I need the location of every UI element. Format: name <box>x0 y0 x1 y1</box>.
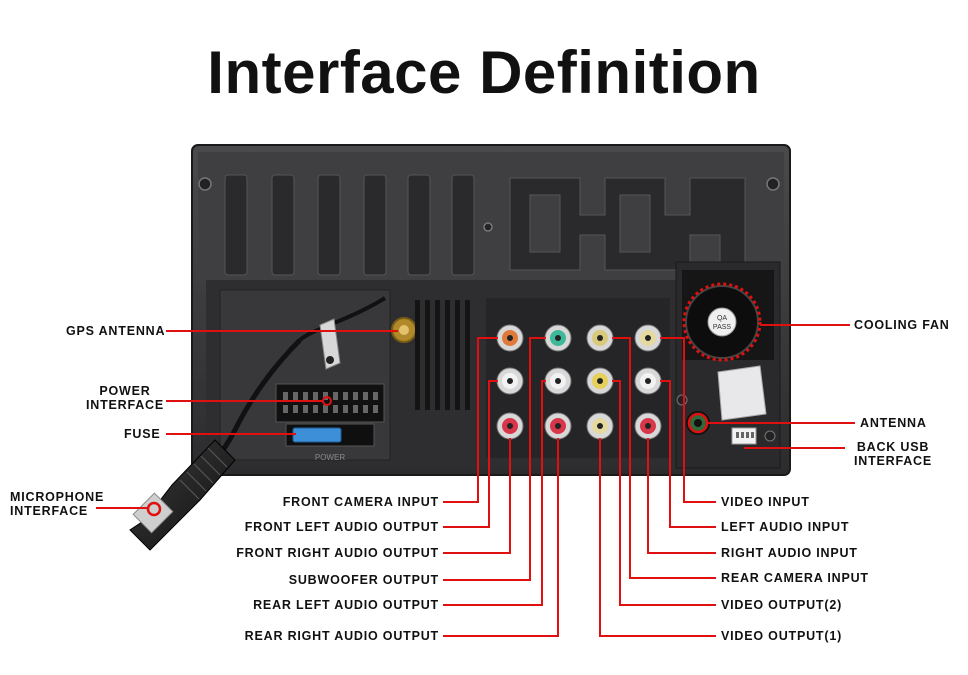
label-rear-right-audio-output: REAR RIGHT AUDIO OUTPUT <box>244 629 439 643</box>
label-rear-camera-input: REAR CAMERA INPUT <box>721 571 869 585</box>
label-antenna: ANTENNA <box>860 416 927 430</box>
page-title: Interface Definition <box>207 39 761 106</box>
leader-left-audio-input <box>660 380 716 528</box>
leader-rear-right-audio-output <box>443 438 559 637</box>
rca-jack-left-audio-input <box>634 367 662 395</box>
label-front-right-audio-output: FRONT RIGHT AUDIO OUTPUT <box>236 546 439 560</box>
label-power-interface-line1: POWER <box>99 384 151 398</box>
label-back-usb-line1: BACK USB <box>856 440 930 454</box>
label-subwoofer-output: SUBWOOFER OUTPUT <box>288 573 439 587</box>
leader-video-input <box>660 337 716 503</box>
rca-jack-video-output-1 <box>586 412 614 440</box>
label-microphone-interface-line1: MICROPHONE <box>10 490 105 504</box>
rca-jack-front-left-audio-output <box>496 367 524 395</box>
rca-jack-rear-right-audio-output <box>544 412 572 440</box>
leader-front-right-audio-output <box>443 438 511 554</box>
rca-jack-video-input <box>634 324 662 352</box>
label-power-interface-line2: INTERFACE <box>85 398 165 412</box>
label-gps-antenna: GPS ANTENNA <box>66 324 166 338</box>
leader-subwoofer-output <box>443 337 546 581</box>
microphone-cable <box>129 338 302 551</box>
leader-video-output-2 <box>612 380 716 606</box>
label-front-left-audio-output: FRONT LEFT AUDIO OUTPUT <box>244 520 439 534</box>
label-video-input: VIDEO INPUT <box>721 495 810 509</box>
label-video-output-2: VIDEO OUTPUT(2) <box>721 598 843 612</box>
fuse-icon <box>292 427 342 443</box>
rca-jack-bank <box>486 298 670 458</box>
leader-lines <box>96 324 855 637</box>
cooling-fan-marker <box>682 282 762 362</box>
leader-front-left-audio-output <box>443 380 498 528</box>
label-right-audio-input: RIGHT AUDIO INPUT <box>721 546 858 560</box>
leader-right-audio-input <box>647 438 716 554</box>
label-left-audio-input: LEFT AUDIO INPUT <box>721 520 850 534</box>
label-video-output-1: VIDEO OUTPUT(1) <box>721 629 843 643</box>
label-front-camera-input: FRONT CAMERA INPUT <box>282 495 439 509</box>
leader-rear-camera-input <box>612 337 716 579</box>
right-section: QA PASS <box>675 261 781 469</box>
label-cooling-fan: COOLING FAN <box>854 318 950 332</box>
rca-jack-right-audio-input <box>634 412 662 440</box>
label-microphone-interface-line2: INTERFACE <box>10 504 89 518</box>
leader-front-camera-input <box>443 337 498 503</box>
leader-video-output-1 <box>599 438 716 637</box>
rca-jack-subwoofer-output <box>544 324 572 352</box>
rca-jack-front-camera-input <box>496 324 524 352</box>
power-connector-text: POWER <box>315 453 345 462</box>
rca-jack-rear-camera-input <box>586 324 614 352</box>
label-back-usb-line2: INTERFACE <box>853 454 933 468</box>
fan-sticker-pass: PASS <box>713 324 731 331</box>
rca-jack-video-output-2 <box>586 367 614 395</box>
fan-sticker-qa: QA <box>717 315 727 322</box>
label-fuse: FUSE <box>124 427 161 441</box>
leader-rear-left-audio-output <box>443 380 546 606</box>
label-rear-left-audio-output: REAR LEFT AUDIO OUTPUT <box>253 598 439 612</box>
rca-jack-rear-left-audio-output <box>544 367 572 395</box>
rca-jack-front-right-audio-output <box>496 412 524 440</box>
